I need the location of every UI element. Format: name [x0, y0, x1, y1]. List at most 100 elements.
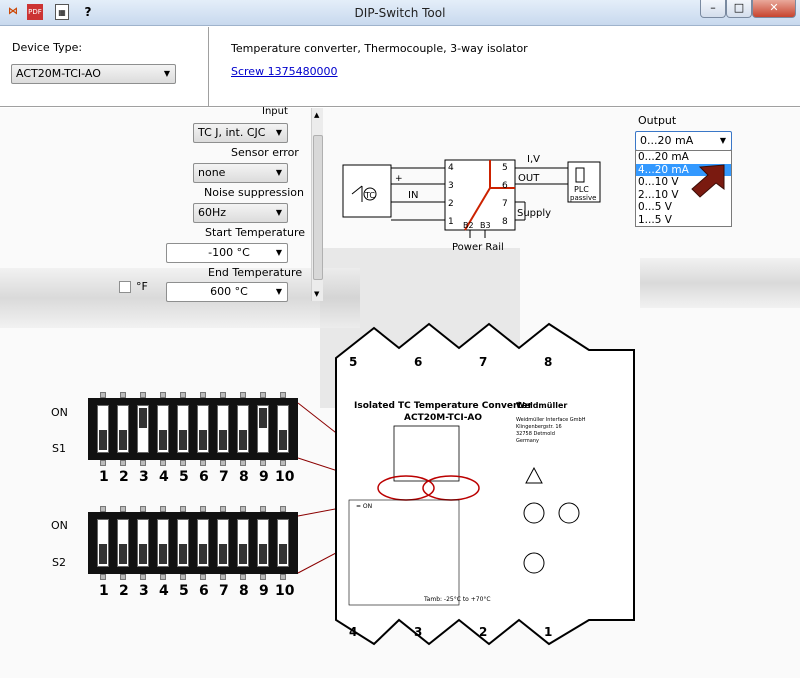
device-address: Weidmüller Interface GmbH: [516, 417, 586, 423]
terminal-4: 4: [448, 163, 454, 173]
dip-pin: [180, 574, 186, 580]
b3-label: B3: [480, 221, 491, 230]
chevron-down-icon: ▼: [276, 283, 282, 301]
dip-number: 6: [199, 469, 209, 485]
dip-switch-9[interactable]: [257, 519, 269, 567]
dip-switch-8[interactable]: [237, 519, 249, 567]
device-street: Klingenbergstr. 16: [516, 424, 562, 430]
dip-knob: [219, 544, 227, 564]
dip-number: 5: [179, 583, 189, 599]
dip-switch-4[interactable]: [157, 405, 169, 453]
dip-pin: [140, 574, 146, 580]
terminal-5: 5: [502, 163, 508, 173]
top-terminal-8: 8: [544, 355, 552, 369]
dip-switch-6[interactable]: [197, 519, 209, 567]
chevron-down-icon: ▼: [276, 244, 282, 262]
dip-knob: [199, 544, 207, 564]
dip-pin: [100, 392, 106, 398]
dip-switch-9[interactable]: [257, 405, 269, 453]
scrollbar-thumb[interactable]: [313, 135, 323, 280]
sensor-error-label: Sensor error: [231, 146, 299, 159]
dip-pin: [240, 506, 246, 512]
chevron-down-icon: ▼: [164, 65, 170, 83]
terminal-8: 8: [502, 217, 508, 227]
minimize-button[interactable]: –: [700, 0, 726, 18]
bottom-terminal-3: 3: [414, 625, 422, 639]
device-model: ACT20M-TCI-AO: [404, 413, 482, 423]
terminal-1: 1: [448, 217, 454, 227]
dip-switch-3[interactable]: [137, 405, 149, 453]
noise-label: Noise suppression: [204, 186, 304, 199]
dip-switch-7[interactable]: [217, 405, 229, 453]
dip-number: 3: [139, 583, 149, 599]
cursor-arrow-icon: [686, 163, 728, 199]
top-terminal-6: 6: [414, 355, 422, 369]
noise-value: 60Hz: [198, 206, 226, 219]
scroll-down-icon[interactable]: ▼: [314, 290, 319, 298]
dip-pin: [120, 460, 126, 466]
main-panel: Input TC J, int. CJC ▼ Sensor error none…: [0, 108, 800, 678]
settings-scrollbar[interactable]: ▲ ▼: [311, 108, 323, 301]
dip-knob: [139, 408, 147, 428]
device-type-select[interactable]: ACT20M-TCI-AO ▼: [11, 64, 176, 84]
dip-pin: [100, 506, 106, 512]
device-type-label: Device Type:: [12, 41, 82, 54]
output-option[interactable]: 1...5 V: [636, 214, 731, 227]
sensor-error-select[interactable]: none ▼: [193, 163, 288, 183]
supply-label: Supply: [517, 208, 551, 219]
dip-pin: [180, 506, 186, 512]
dip-number: 7: [219, 583, 229, 599]
start-temp-select[interactable]: -100 °C ▼: [166, 243, 288, 263]
in-label: IN: [408, 190, 418, 201]
dip-pin: [140, 506, 146, 512]
on-legend: = ON: [356, 503, 372, 510]
dip-number: 8: [239, 469, 249, 485]
scroll-up-icon[interactable]: ▲: [314, 111, 319, 119]
fahrenheit-checkbox[interactable]: [119, 281, 131, 293]
dip-switch-1[interactable]: [97, 519, 109, 567]
dip-switch-2[interactable]: [117, 405, 129, 453]
dip-knob: [99, 430, 107, 450]
noise-select[interactable]: 60Hz ▼: [193, 203, 288, 223]
dip-number: 3: [139, 469, 149, 485]
dip-pin: [200, 460, 206, 466]
output-option[interactable]: 0...5 V: [636, 201, 731, 214]
dip-pin: [200, 506, 206, 512]
chevron-down-icon: ▼: [276, 124, 282, 142]
dip-number: 4: [159, 583, 169, 599]
dip-knob: [119, 430, 127, 450]
dip-switch-5[interactable]: [177, 405, 189, 453]
maximize-button[interactable]: □: [726, 0, 752, 18]
power-rail-label: Power Rail: [452, 242, 504, 253]
dip-number: 1: [99, 583, 109, 599]
dip-pin: [180, 392, 186, 398]
close-button[interactable]: ✕: [752, 0, 796, 18]
dip-knob: [259, 544, 267, 564]
dip-knob: [259, 408, 267, 428]
dip-switch-7[interactable]: [217, 519, 229, 567]
dip-pin: [100, 460, 106, 466]
device-brand: Weidmüller: [516, 401, 567, 410]
input-select[interactable]: TC J, int. CJC ▼: [193, 123, 288, 143]
output-select[interactable]: 0...20 mA ▼: [635, 131, 732, 151]
dip-switch-2[interactable]: [117, 519, 129, 567]
start-temp-label: Start Temperature: [205, 226, 305, 239]
device-type-value: ACT20M-TCI-AO: [16, 67, 101, 80]
dip-switch-5[interactable]: [177, 519, 189, 567]
dip-pin: [180, 460, 186, 466]
dip-knob: [179, 544, 187, 564]
passive-label: passive: [570, 194, 596, 202]
dip-knob: [199, 430, 207, 450]
output-value: 0...20 mA: [640, 134, 693, 147]
dip-switch-1[interactable]: [97, 405, 109, 453]
dip-switch-6[interactable]: [197, 405, 209, 453]
dip-switch-4[interactable]: [157, 519, 169, 567]
dip-switch-3[interactable]: [137, 519, 149, 567]
output-option[interactable]: 0...20 mA: [636, 151, 731, 164]
dip-switch-8[interactable]: [237, 405, 249, 453]
device-link[interactable]: Screw 1375480000: [231, 65, 338, 78]
dip-pin: [140, 460, 146, 466]
dip-knob: [239, 430, 247, 450]
dip-knob: [139, 544, 147, 564]
end-temp-select[interactable]: 600 °C ▼: [166, 282, 288, 302]
